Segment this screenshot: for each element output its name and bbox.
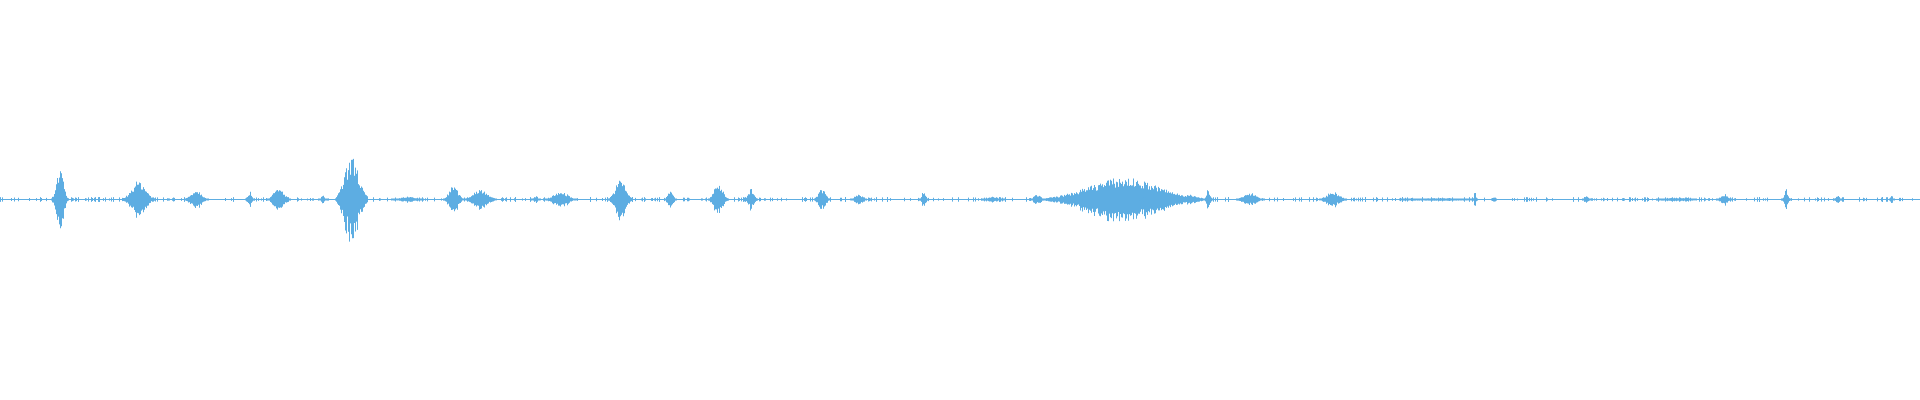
waveform-burst-10 xyxy=(531,196,541,203)
waveform-burst-30 xyxy=(1491,197,1497,202)
waveform-burst-16 xyxy=(814,190,831,209)
waveform-burst-33 xyxy=(1716,194,1733,206)
waveform-burst-34 xyxy=(1781,189,1791,209)
waveform-burst-7 xyxy=(391,196,424,203)
waveform-burst-2 xyxy=(184,192,209,208)
waveform-burst-27 xyxy=(1319,192,1347,208)
waveform-burst-1 xyxy=(122,181,155,218)
waveform-burst-18 xyxy=(919,193,929,206)
waveform-burst-14 xyxy=(708,185,729,213)
waveform-burst-35 xyxy=(1833,196,1843,203)
waveform-burst-28 xyxy=(1399,198,1478,201)
waveform-burst-31 xyxy=(1582,196,1591,203)
waveform-burst-15 xyxy=(744,189,758,211)
waveform-burst-12 xyxy=(608,180,633,221)
waveform-burst-36 xyxy=(1889,196,1895,203)
waveform-burst-32 xyxy=(1656,197,1697,202)
waveform-burst-25 xyxy=(1203,190,1213,209)
waveform-burst-11 xyxy=(545,193,577,207)
waveform-burst-6 xyxy=(336,158,368,242)
waveform-burst-4 xyxy=(266,190,291,210)
waveform-burst-8 xyxy=(443,187,464,212)
waveform-burst-13 xyxy=(664,191,677,208)
waveform-burst-0 xyxy=(51,171,69,229)
waveform-burst-9 xyxy=(464,190,497,210)
waveform-burst-29 xyxy=(1472,193,1478,206)
waveform-burst-3 xyxy=(245,191,255,207)
waveform-burst-5 xyxy=(318,195,328,204)
waveform-burst-26 xyxy=(1236,193,1265,205)
waveform-burst-17 xyxy=(850,194,867,205)
waveform-burst-19 xyxy=(981,196,1006,203)
